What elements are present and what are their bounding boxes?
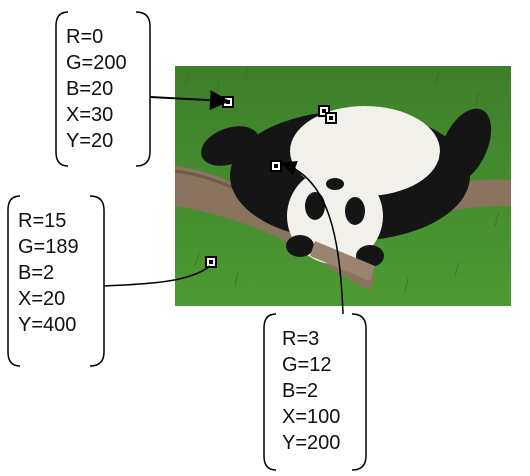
- callout-top: R=0 G=200 B=20 X=30 Y=20: [66, 24, 127, 154]
- panda-ear-left: [286, 235, 314, 257]
- connector-top: [149, 90, 230, 111]
- panda-right-leg: [438, 108, 492, 184]
- callout-top-g: G=200: [66, 52, 127, 74]
- panda-photo: [175, 66, 511, 306]
- bracket-left-left: [7, 195, 21, 367]
- panda-eye-right: [345, 197, 365, 225]
- callout-top-b: B=20: [66, 78, 114, 100]
- callout-left-r: R=15: [18, 210, 67, 232]
- panda-nose: [326, 178, 344, 190]
- callout-bottom: R=3 G=12 B=2 X=100 Y=200: [282, 326, 340, 456]
- pixel-marker-panda: [270, 160, 282, 172]
- callout-bottom-y: Y=200: [282, 432, 341, 454]
- callout-left: R=15 G=189 B=2 X=20 Y=400: [18, 208, 79, 338]
- callout-top-x: X=30: [66, 104, 114, 126]
- connector-left: [103, 265, 211, 287]
- pixel-marker-grass: [205, 256, 217, 268]
- connector-bottom: [281, 160, 344, 315]
- panda-left-leg: [201, 126, 259, 166]
- bracket-bottom-right: [351, 313, 367, 471]
- callout-left-y: Y=400: [18, 314, 77, 336]
- callout-top-r: R=0: [66, 26, 104, 48]
- callout-bottom-b: B=2: [282, 380, 319, 402]
- pixel-marker-pair-b: [325, 112, 337, 124]
- callout-bottom-g: G=12: [282, 354, 332, 376]
- callout-bottom-r: R=3: [282, 328, 320, 350]
- callout-top-y: Y=20: [66, 130, 114, 152]
- callout-left-b: B=2: [18, 262, 55, 284]
- panda-eye-left: [305, 192, 325, 220]
- bracket-left-right: [89, 195, 105, 367]
- bracket-top-right: [135, 11, 151, 167]
- callout-left-x: X=20: [18, 288, 66, 310]
- bracket-top-left: [55, 11, 69, 167]
- bracket-bottom-left: [263, 313, 277, 471]
- callout-bottom-x: X=100: [282, 406, 341, 428]
- callout-left-g: G=189: [18, 236, 79, 258]
